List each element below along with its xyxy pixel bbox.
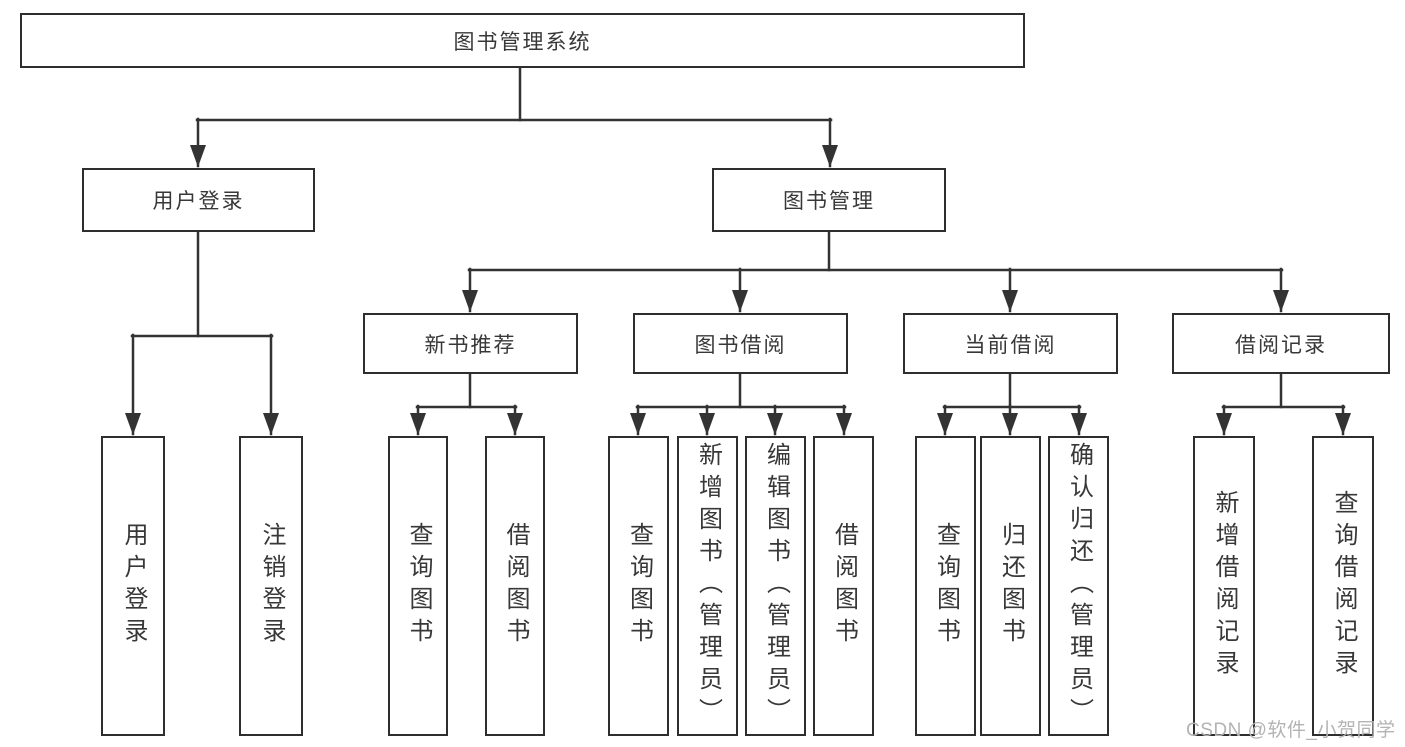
node-confirm-return-admin: 确认归还（管理员） [1048,436,1109,736]
node-label: 借阅图书 [830,522,858,650]
node-label: 编辑图书（管理员） [762,442,790,730]
node-label: 当前借阅 [964,333,1057,357]
node-label: 注销登录 [258,522,285,650]
node-label: 用户登录 [152,190,245,213]
node-label: 查询图书 [405,522,432,650]
node-label: 归还图书 [997,522,1025,650]
node-label: 借阅图书 [502,522,529,650]
node-query-books-borrowing: 查询图书 [608,436,669,736]
node-label: 新增借阅记录 [1211,490,1238,682]
node-label: 图书管理系统 [453,30,592,54]
node-query-books-current: 查询图书 [915,436,976,736]
node-label: 查询借阅记录 [1330,490,1357,682]
node-label: 借阅记录 [1235,333,1327,357]
node-add-books-admin: 新增图书（管理员） [677,436,738,736]
node-book-management: 图书管理 [712,168,946,232]
node-query-borrow-record: 查询借阅记录 [1312,436,1374,736]
node-borrowing-records: 借阅记录 [1172,313,1390,374]
watermark-text: CSDN @软件_小贺同学 [1186,720,1396,741]
node-label: 图书借阅 [694,333,787,357]
node-new-book-recommend: 新书推荐 [363,313,578,374]
node-label: 确认归还（管理员） [1065,442,1093,730]
node-borrow-books-recommend: 借阅图书 [485,436,545,736]
node-library-system: 图书管理系统 [20,13,1025,68]
node-add-borrow-record: 新增借阅记录 [1193,436,1255,736]
node-edit-books-admin: 编辑图书（管理员） [745,436,806,736]
node-label: 图书管理 [783,190,875,213]
node-query-books-recommend: 查询图书 [388,436,448,736]
node-label: 新增图书（管理员） [694,442,722,730]
node-book-borrowing: 图书借阅 [633,313,848,374]
node-label: 查询图书 [625,522,653,650]
node-return-books: 归还图书 [980,436,1041,736]
node-user-login: 用户登录 [82,168,315,232]
node-borrow-books-leaf: 借阅图书 [813,436,874,736]
node-label: 查询图书 [932,522,960,650]
node-logout-leaf: 注销登录 [239,436,303,736]
node-user-login-leaf: 用户登录 [101,436,165,736]
node-current-borrowing: 当前借阅 [903,313,1118,374]
node-label: 新书推荐 [424,333,517,357]
node-label: 用户登录 [120,522,147,650]
